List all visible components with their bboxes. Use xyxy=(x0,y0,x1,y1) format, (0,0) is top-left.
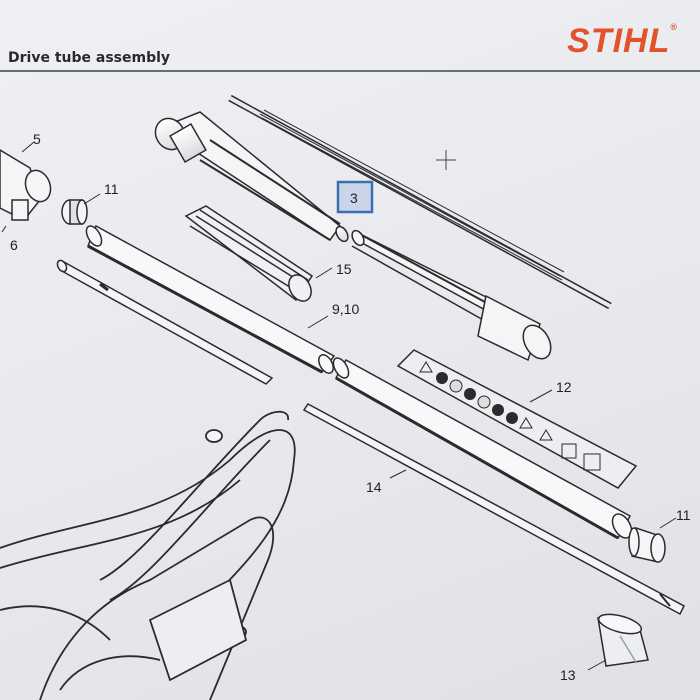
part-11-bushing-lower[interactable] xyxy=(628,527,666,563)
callout-11-upper: 11 xyxy=(104,181,119,197)
leader-14 xyxy=(389,469,407,479)
decal-symbols xyxy=(419,361,601,471)
part-9-10-tube-lower[interactable] xyxy=(330,355,635,541)
page-title: Drive tube assembly xyxy=(8,50,171,66)
leader-9-10 xyxy=(307,315,329,329)
thin-rod-left[interactable] xyxy=(56,259,274,385)
leader-11b xyxy=(659,517,677,529)
leader-12 xyxy=(529,389,553,403)
callout-3-selected[interactable]: 3 xyxy=(336,180,374,214)
callout-5: 5 xyxy=(33,131,41,147)
brand-logo: STIHL® xyxy=(567,22,678,61)
callout-14: 14 xyxy=(366,479,382,495)
part-14-long-rod[interactable] xyxy=(302,403,685,616)
leader-11a xyxy=(83,193,101,205)
callout-6: 6 xyxy=(10,237,18,253)
leader-15 xyxy=(315,267,333,279)
part-12-decal-label[interactable] xyxy=(396,349,638,489)
leader-6 xyxy=(1,225,7,233)
callout-11-lower: 11 xyxy=(676,507,691,523)
part-15-spline-sleeve[interactable] xyxy=(184,205,316,305)
callout-13: 13 xyxy=(560,667,576,683)
registered-mark: ® xyxy=(670,22,678,32)
leader-5 xyxy=(21,141,35,153)
part-5-housing[interactable] xyxy=(0,149,55,221)
part-3-drive-tube-lower[interactable] xyxy=(350,229,557,364)
callout-3-label: 3 xyxy=(350,190,358,206)
callout-15: 15 xyxy=(336,261,352,277)
callout-12: 12 xyxy=(556,379,572,395)
part-3-drive-tube-upper[interactable] xyxy=(150,111,350,243)
callout-9-10: 9,10 xyxy=(332,301,359,317)
part-4-drive-shaft[interactable] xyxy=(228,94,612,310)
part-handle-frame[interactable] xyxy=(0,410,296,700)
leader-13 xyxy=(587,659,607,671)
brand-logo-text: STIHL xyxy=(567,22,671,60)
diagram-header: Drive tube assembly STIHL® xyxy=(0,0,700,72)
part-9-10-tube-upper[interactable] xyxy=(83,223,336,375)
crosshair-icon xyxy=(436,150,456,170)
part-11-bushing-upper[interactable] xyxy=(61,199,88,225)
part-13-end-cap[interactable] xyxy=(597,611,649,667)
